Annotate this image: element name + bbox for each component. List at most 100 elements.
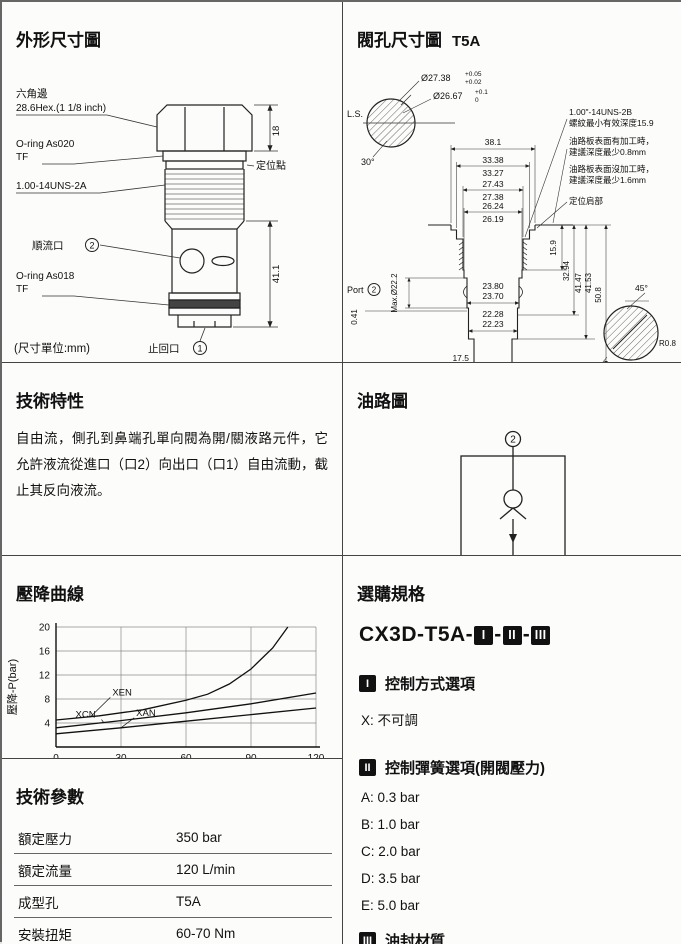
dia1-label: Ø27.38: [421, 73, 451, 83]
dim-2743: 27.43: [482, 179, 504, 189]
spring-option: E: 5.0 bar: [361, 898, 420, 914]
oring-top-label: O-ring As020: [16, 139, 75, 150]
y-tick-label: 4: [44, 719, 50, 730]
check-port-num: 1: [197, 344, 202, 354]
x-tick-label: 90: [245, 753, 257, 758]
oring-bot-tf: TF: [16, 284, 28, 295]
dia2-tol-u: +0.1: [475, 89, 488, 96]
section1-title: 控制方式選項: [385, 676, 476, 694]
cavity-code: T5A: [452, 33, 481, 51]
note-leaders: [524, 119, 568, 238]
dim-3294: 32.94: [562, 261, 571, 282]
outline-dim-lines: [16, 104, 278, 342]
panel-outline-dimensions: 外形尺寸圖: [2, 2, 342, 362]
section3-header: III 油封材質: [359, 930, 667, 944]
section2-list: A: 0.3 bar B: 1.0 bar C: 2.0 bar D: 3.5 …: [359, 790, 667, 914]
dim-4153: 41.53: [584, 273, 593, 294]
series-leader: [90, 697, 111, 718]
outline-title: 外形尺寸圖: [16, 31, 101, 51]
parameters-table: 額定壓力 350 bar 額定流量 120 L/min 成型孔 T5A 安裝扭矩…: [14, 822, 332, 944]
oring-top-tf: TF: [16, 152, 28, 163]
model-badge-3: III: [531, 625, 551, 645]
note-shoulder: 定位肩部: [569, 196, 604, 206]
spring-option: C: 2.0 bar: [361, 844, 421, 860]
dim-3327: 33.27: [482, 168, 504, 178]
cavity-title-text: 閥孔尺寸圖: [357, 31, 442, 51]
dim-body-length: 41.1: [271, 265, 282, 284]
model-prefix: CX3D-T5A-: [359, 623, 474, 647]
spring-option: B: 1.0 bar: [361, 817, 420, 833]
table-row: 額定流量 120 L/min: [14, 854, 332, 887]
r08-label: R0.8: [659, 339, 676, 348]
cavity-drawing: Ø27.38 +0.05 +0.02 Ø26.67 +0.1 0 L.S. 30…: [347, 71, 676, 362]
dim-2619: 26.19: [482, 214, 504, 224]
param-value: 350 bar: [176, 830, 222, 846]
series-label-XEN: XEN: [112, 688, 132, 699]
note-thread-1: 1.00"-14UNS-2B: [569, 107, 632, 117]
spring-option: D: 3.5 bar: [361, 871, 421, 887]
x-tick-label: 30: [115, 753, 127, 758]
series-label-XCN: XCN: [76, 710, 96, 721]
flow-port-label: 順流口: [32, 239, 64, 252]
thread-label: 1.00-14UNS-2A: [16, 181, 87, 192]
dia1-tol-u: +0.05: [465, 71, 482, 78]
table-row: 額定壓力 350 bar: [14, 822, 332, 855]
port2-dims: [365, 277, 467, 312]
features-body: 自由流，側孔到鼻端孔單向閥為開/關液路元件，它允許液流從進口（口2）向出口（口1…: [16, 431, 329, 498]
cavity-title: 閥孔尺寸圖 T5A: [343, 16, 681, 51]
param-label: 安裝扭矩: [18, 927, 72, 943]
param-label: 額定壓力: [18, 831, 72, 847]
param-label: 成型孔: [18, 895, 59, 911]
series-label-XAN: XAN: [136, 708, 156, 719]
circuit-port-top-num: 2: [510, 435, 516, 446]
spring-option: A: 0.3 bar: [361, 790, 420, 806]
section2-title: 控制彈簧選項(開閥壓力): [385, 760, 545, 778]
section3-title: 油封材質: [385, 933, 446, 944]
dim-041: 0.41: [350, 309, 359, 325]
dim-3338: 33.38: [482, 155, 504, 165]
dim-175: 17.5: [452, 353, 469, 362]
flow-port-circle: [85, 238, 99, 253]
section1-item: X: 不可調: [361, 713, 419, 729]
dim-508: 50.8: [594, 287, 603, 303]
check-port-label: 止回口: [148, 343, 180, 355]
dim-2370: 23.70: [482, 291, 504, 301]
port2-num: 2: [372, 286, 377, 295]
x-tick-label: 120: [308, 753, 325, 758]
series-XCN: [55, 692, 317, 729]
pressure-drop-chart: 030609012048121620流量-Q(L/min)壓降-P(bar)XE…: [5, 623, 325, 758]
dim-381: 38.1: [485, 137, 502, 147]
dim-159: 15.9: [549, 240, 558, 256]
series-XEN: [55, 626, 289, 721]
outline-drawing: 六角邊 28.6Hex.(1 1/8 inch) O-ring As020 TF…: [16, 87, 286, 356]
series-leader: [101, 719, 104, 723]
series-leader: [120, 717, 135, 729]
dim-hex-height: 18: [271, 126, 282, 137]
table-row: 安裝扭矩 60-70 Nm: [14, 918, 332, 944]
check-port-circle: [193, 341, 207, 356]
dia2-label: Ø26.67: [433, 91, 463, 101]
panel-features: 技術特性 自由流，側孔到鼻端孔單向閥為開/關液路元件，它允許液流從進口（口2）向…: [2, 362, 342, 555]
angle45-label: 45°: [635, 283, 648, 293]
valve-outline-geometry: [156, 104, 253, 328]
panel-circuit: 油路圖 2 1: [342, 362, 681, 555]
parameters-title: 技術參數: [16, 788, 84, 808]
port2-max-dia: Max.Ø22.2: [390, 273, 399, 313]
note-unmachined-1: 油路板表面沒加工時，: [569, 164, 654, 174]
datum-label: 定位點: [256, 159, 286, 172]
hex-label-line1: 六角邊: [16, 87, 48, 100]
dia1-tol-l: +0.02: [465, 79, 482, 86]
circuit-title: 油路圖: [357, 392, 408, 412]
panel-ordering: 選購規格 CX3D-T5A- I - II - III I 控制方式選項 X: …: [342, 555, 681, 944]
flow-port-num: 2: [89, 241, 94, 251]
model-badge-2: II: [502, 625, 522, 645]
x-tick-label: 0: [53, 753, 59, 758]
note-thread-2: 螺紋最小有效深度15.9: [569, 118, 654, 128]
y-tick-label: 16: [39, 647, 51, 658]
port2-label: Port: [347, 285, 364, 295]
model-badge-1: I: [474, 625, 494, 645]
dim-2228: 22.28: [482, 309, 504, 319]
y-tick-label: 8: [44, 695, 50, 706]
param-value: 60-70 Nm: [176, 926, 236, 942]
